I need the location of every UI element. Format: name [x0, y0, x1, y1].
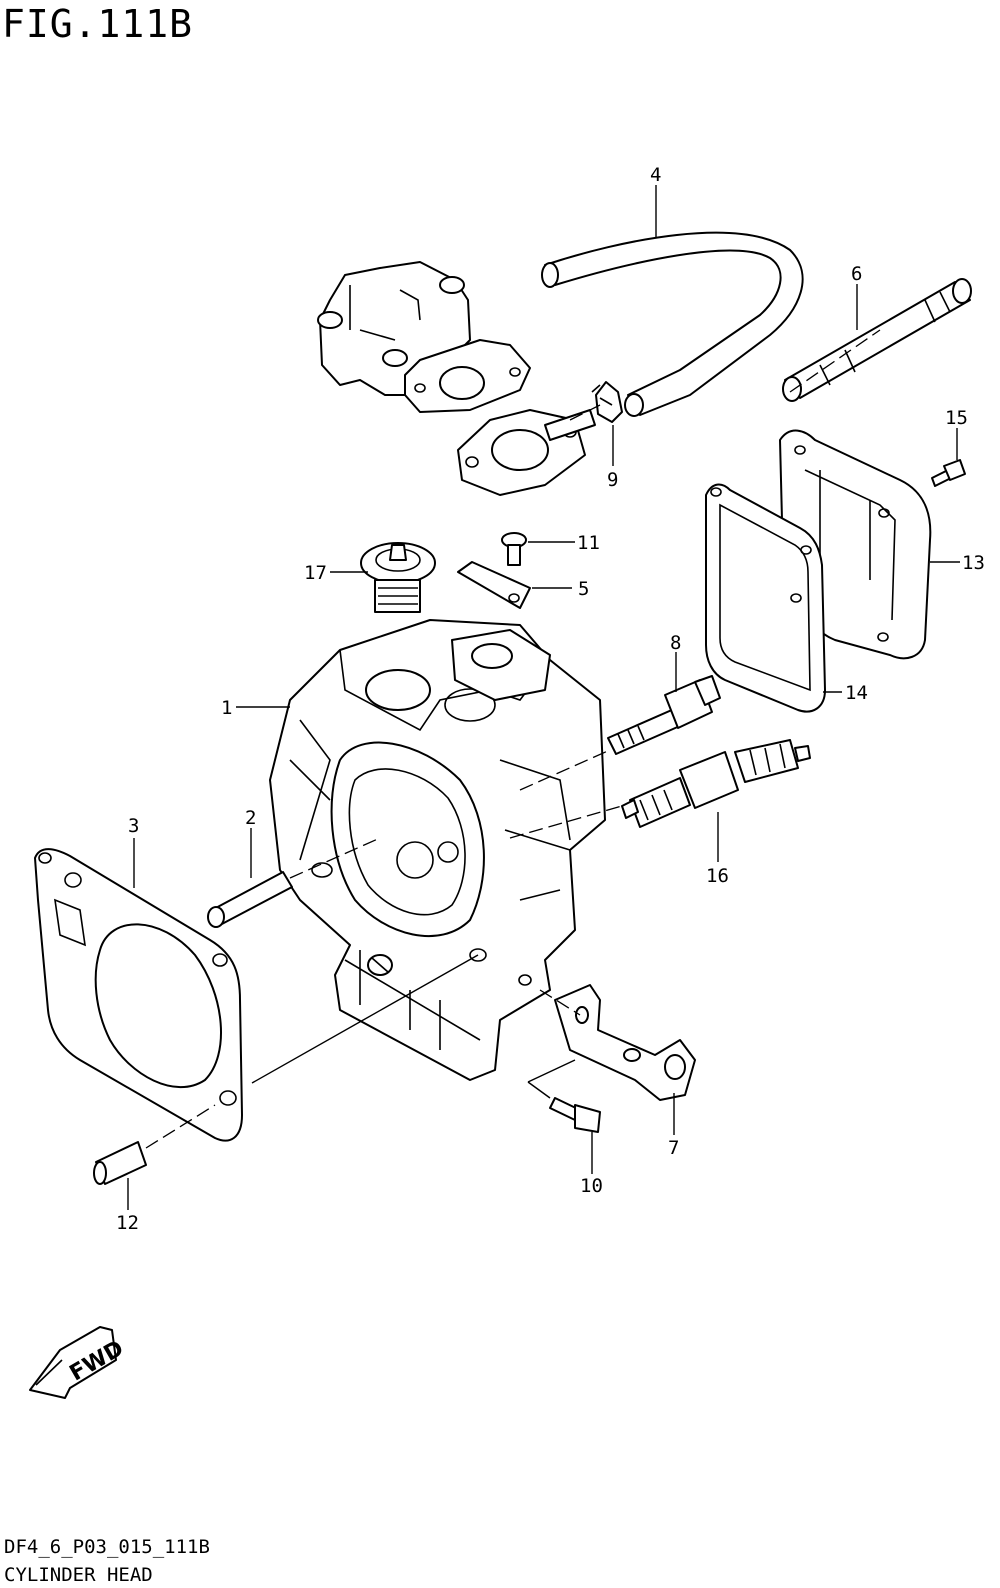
head-gasket[interactable]: [34, 848, 243, 1142]
spark-plug[interactable]: [621, 739, 811, 828]
callout-17: 17: [304, 562, 327, 584]
callout-5: 5: [578, 578, 589, 600]
mounting-bracket[interactable]: [554, 984, 696, 1101]
thermostat[interactable]: [360, 542, 436, 613]
dowel[interactable]: [93, 1141, 147, 1185]
thermostat-cover[interactable]: [317, 261, 531, 413]
callout-9: 9: [607, 469, 618, 491]
cover-bolt[interactable]: [931, 459, 966, 487]
callout-13: 13: [962, 552, 985, 574]
water-hose[interactable]: [541, 231, 804, 417]
callout-labels: 4 6 15 9 11 13 17 5 8 14 1 3 2 16 7 10 1…: [116, 164, 985, 1234]
callout-4: 4: [650, 164, 661, 186]
callout-2: 2: [245, 807, 256, 829]
callout-10: 10: [580, 1175, 603, 1197]
cover-plate[interactable]: [457, 561, 531, 609]
cover-gasket[interactable]: [705, 483, 826, 713]
plate-screw[interactable]: [501, 532, 527, 566]
callout-15: 15: [945, 407, 968, 429]
figure-code: DF4_6_P03_015_111B: [4, 1536, 210, 1558]
callout-11: 11: [577, 532, 600, 554]
callout-6: 6: [851, 263, 862, 285]
callout-16: 16: [706, 865, 729, 887]
figure-name: CYLINDER HEAD: [4, 1564, 153, 1586]
figure-title: FIG.111B: [2, 2, 194, 46]
bracket-bolt[interactable]: [549, 1097, 601, 1133]
callout-14: 14: [845, 682, 868, 704]
hose-clip[interactable]: [591, 381, 623, 423]
stud-bolt[interactable]: [607, 675, 721, 755]
fwd-arrow: FWD: [29, 1326, 128, 1399]
anode[interactable]: [782, 278, 972, 402]
callout-8: 8: [670, 632, 681, 654]
cylinder-head[interactable]: [269, 619, 606, 1081]
callout-7: 7: [668, 1137, 679, 1159]
leader-lines: [127, 185, 960, 1210]
callout-12: 12: [116, 1212, 139, 1234]
callout-3: 3: [128, 815, 139, 837]
thermostat-gasket[interactable]: [457, 409, 596, 496]
callout-1: 1: [221, 697, 232, 719]
dowel-pin[interactable]: [207, 871, 293, 928]
